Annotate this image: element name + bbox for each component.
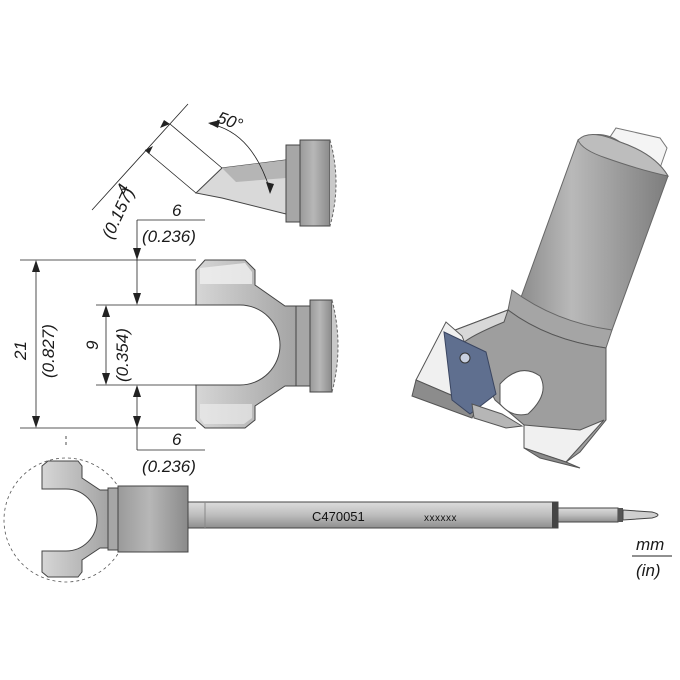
tip-width-label: 4 (0.157) <box>98 181 138 242</box>
bottom-prong-in: (0.236) <box>142 457 196 476</box>
cartridge-full-view <box>3 436 659 583</box>
gap-mm: 9 <box>83 340 102 350</box>
bottom-prong-mm: 6 <box>172 430 182 449</box>
top-prong-mm: 6 <box>172 201 182 220</box>
units-primary: mm <box>636 535 664 554</box>
part-code-label: xxxxxx <box>424 513 457 524</box>
part-number-label: C470051 <box>312 509 365 524</box>
gap-in: (0.354) <box>113 328 132 382</box>
tip-3d-view <box>411 127 670 469</box>
total-height-in: (0.827) <box>39 324 58 378</box>
side-profile-view <box>91 103 337 227</box>
units-secondary: (in) <box>636 561 661 580</box>
fork-front-view <box>195 259 339 429</box>
angle-label: 50° <box>215 108 246 135</box>
units-legend: mm (in) <box>632 535 672 580</box>
top-prong-in: (0.236) <box>142 227 196 246</box>
total-height-mm: 21 <box>11 341 30 361</box>
fork-dimension-lines <box>20 219 205 451</box>
tip-width-in: (0.157) <box>98 185 138 242</box>
